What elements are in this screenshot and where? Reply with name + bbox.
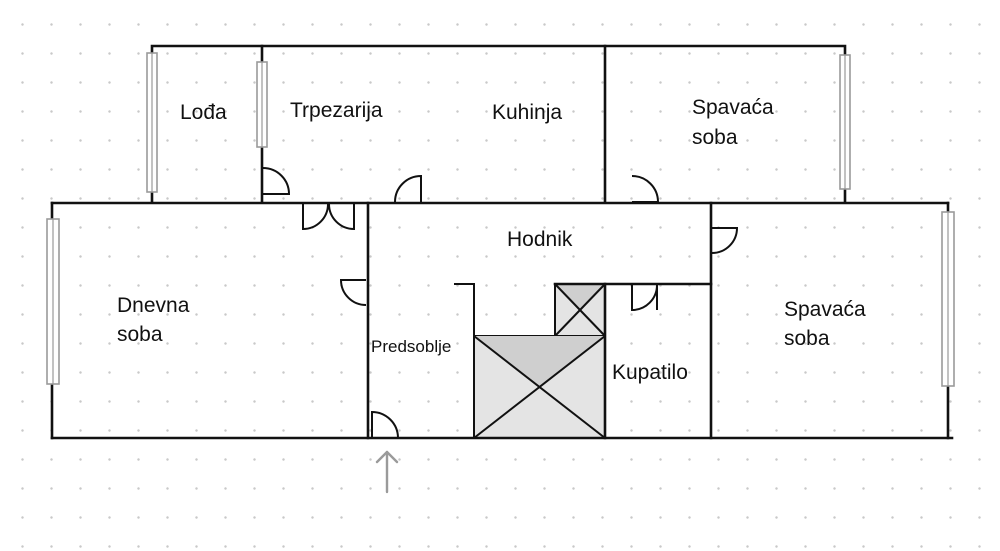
door-hodnik-spavaca [711,227,739,254]
room-label-spavaca-1-line2: soba [692,126,738,149]
room-label-spavaca-2-line1: Spavaća [784,298,866,321]
arrow-up-icon [375,450,399,494]
window-dnevna [46,218,60,385]
room-label-kupatilo: Kupatilo [612,361,688,384]
room-label-dnevna-line1: Dnevna [117,294,190,317]
door-kuhinja [394,174,422,203]
window-lodja [146,52,158,193]
room-labels: Lođa Trpezarija Kuhinja Spavaća soba Hod… [117,96,866,384]
window-spavaca-2 [941,211,955,387]
room-label-spavaca-2-line2: soba [784,327,830,350]
shaft-small-dark [555,284,605,310]
doors [262,167,739,439]
window-trpezarija [256,61,268,148]
room-label-kuhinja: Kuhinja [492,101,562,124]
room-label-dnevna-line2: soba [117,323,163,346]
wall-predsoblje-stub [454,283,475,438]
door-trpezarija [262,167,291,195]
door-double-dnevna [302,203,355,231]
room-label-spavaca-1-line1: Spavaća [692,96,774,119]
door-dnevna [339,279,367,306]
room-label-predsoblje: Predsoblje [371,337,451,356]
door-spavaca-1 [631,175,660,203]
room-label-lodja: Lođa [180,101,227,124]
windows [46,52,955,387]
room-label-trpezarija: Trpezarija [290,99,383,122]
door-predsoblje-entry [371,410,400,439]
door-kupatilo [631,284,658,312]
shaft-large-cross-2 [473,335,606,439]
shaft-small-cross-2 [554,283,606,337]
shaft-group [473,283,606,439]
window-spavaca-1 [839,54,851,190]
shaft-large-dark [474,336,605,387]
room-label-hodnik: Hodnik [507,228,573,251]
